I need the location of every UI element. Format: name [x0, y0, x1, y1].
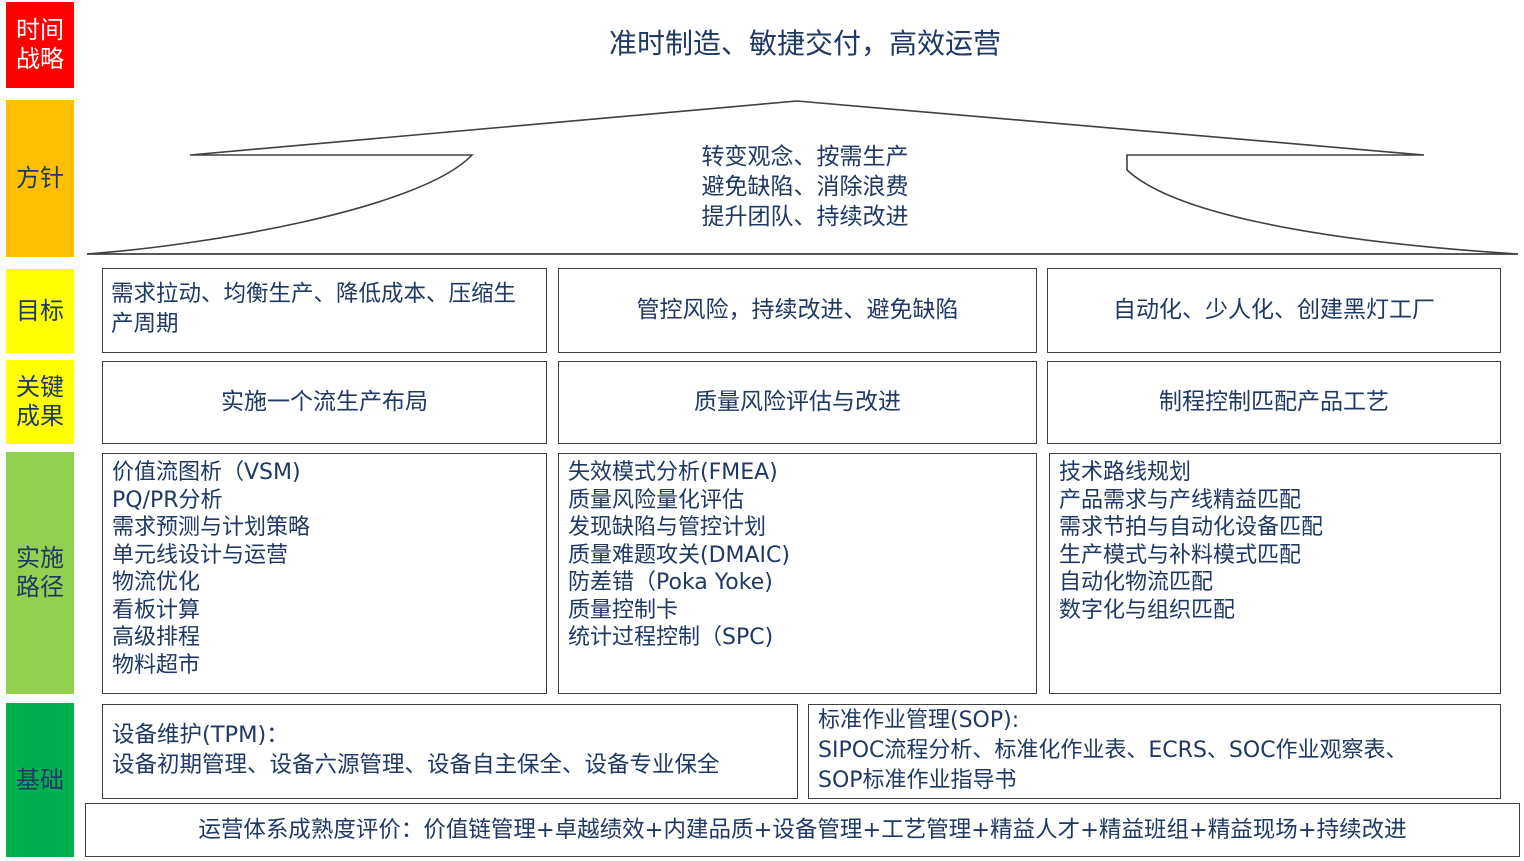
label-goal-text: 目标 [16, 296, 64, 325]
path-item: 看板计算 [112, 597, 201, 623]
path-item: 物流优化 [112, 570, 201, 595]
path-item: 统计过程控制（SPC) [568, 625, 774, 650]
sop-line-2: SOP标准作业指导书 [818, 768, 1017, 793]
label-path-text: 实施 路径 [16, 544, 64, 601]
path-box-3: 技术路线规划 产品需求与产线精益匹配 需求节拍与自动化设备匹配 生产模式与补料模… [1049, 453, 1501, 694]
path-item: 价值流图析（VSM) [112, 460, 301, 485]
path-item: 数字化与组织匹配 [1059, 597, 1236, 623]
result-box-1: 实施一个流生产布局 [102, 361, 547, 444]
label-strategy-text: 时间 战略 [16, 16, 64, 73]
goal-text-2: 管控风险，持续改进、避免缺陷 [636, 297, 959, 323]
maturity-text: 运营体系成熟度评价：价值链管理+卓越绩效+内建品质+设备管理+工艺管理+精益人才… [198, 816, 1407, 843]
path-box-2: 失效模式分析(FMEA) 质量风险量化评估 发现缺陷与管控计划 质量难题攻关(D… [558, 453, 1037, 694]
label-results-text: 关键 成果 [16, 373, 64, 430]
label-foundation-text: 基础 [16, 765, 64, 794]
path-item: 失效模式分析(FMEA) [568, 460, 778, 485]
result-box-2: 质量风险评估与改进 [558, 361, 1037, 444]
strategy-title: 准时制造、敏捷交付，高效运营 [608, 27, 1001, 60]
tpm-items: 设备初期管理、设备六源管理、设备自主保全、设备专业保全 [112, 752, 720, 778]
path-item: 质量控制卡 [568, 597, 679, 623]
path-item: 自动化物流匹配 [1059, 570, 1214, 595]
tpm-title: 设备维护(TPM)： [112, 722, 289, 748]
policy-line-2: 避免缺陷、消除浪费 [701, 174, 909, 200]
result-text-2: 质量风险评估与改进 [694, 389, 901, 415]
maturity-box: 运营体系成熟度评价：价值链管理+卓越绩效+内建品质+设备管理+工艺管理+精益人才… [85, 803, 1520, 857]
result-text-1: 实施一个流生产布局 [221, 389, 428, 415]
roof-shape [86, 100, 1519, 255]
tpm-box: 设备维护(TPM)： 设备初期管理、设备六源管理、设备自主保全、设备专业保全 [102, 704, 798, 799]
path-item: 高级排程 [112, 625, 201, 650]
goal-text-1: 需求拉动、均衡生产、降低成本、压缩生产周期 [111, 281, 517, 337]
result-text-3: 制程控制匹配产品工艺 [1159, 389, 1389, 415]
path-item: 防差错（Poka Yoke) [568, 570, 773, 595]
path-item: 发现缺陷与管控计划 [568, 515, 767, 540]
label-goal: 目标 [6, 269, 74, 353]
result-box-3: 制程控制匹配产品工艺 [1047, 361, 1501, 444]
path-item: 产品需求与产线精益匹配 [1059, 487, 1302, 513]
policy-line-1: 转变观念、按需生产 [701, 144, 909, 170]
goal-box-1: 需求拉动、均衡生产、降低成本、压缩生产周期 [102, 268, 547, 353]
path-item: PQ/PR分析 [112, 487, 223, 513]
label-strategy: 时间 战略 [6, 2, 74, 88]
label-policy: 方针 [6, 100, 74, 257]
sop-line-1: SIPOC流程分析、标准化作业表、ECRS、SOC作业观察表、 [818, 738, 1408, 763]
sop-title: 标准作业管理(SOP): [818, 708, 1020, 733]
path-item: 质量风险量化评估 [568, 487, 745, 513]
path-item: 质量难题攻关(DMAIC) [568, 542, 790, 568]
label-results: 关键 成果 [6, 360, 74, 444]
goal-box-2: 管控风险，持续改进、避免缺陷 [558, 268, 1037, 353]
label-policy-text: 方针 [16, 164, 64, 192]
label-path: 实施 路径 [6, 452, 74, 694]
label-foundation: 基础 [6, 703, 74, 857]
policy-line-3: 提升团队、持续改进 [701, 204, 909, 230]
goal-text-3: 自动化、少人化、创建黑灯工厂 [1113, 297, 1435, 323]
path-item: 物料超市 [112, 652, 201, 678]
sop-box: 标准作业管理(SOP): SIPOC流程分析、标准化作业表、ECRS、SOC作业… [808, 704, 1501, 799]
path-item: 生产模式与补料模式匹配 [1059, 542, 1302, 568]
path-item: 需求节拍与自动化设备匹配 [1059, 515, 1324, 540]
path-item: 单元线设计与运营 [112, 542, 289, 568]
path-item: 技术路线规划 [1059, 460, 1192, 485]
goal-box-3: 自动化、少人化、创建黑灯工厂 [1047, 268, 1501, 353]
path-item: 需求预测与计划策略 [112, 515, 311, 540]
path-box-1: 价值流图析（VSM) PQ/PR分析 需求预测与计划策略 单元线设计与运营 物流… [102, 453, 547, 694]
